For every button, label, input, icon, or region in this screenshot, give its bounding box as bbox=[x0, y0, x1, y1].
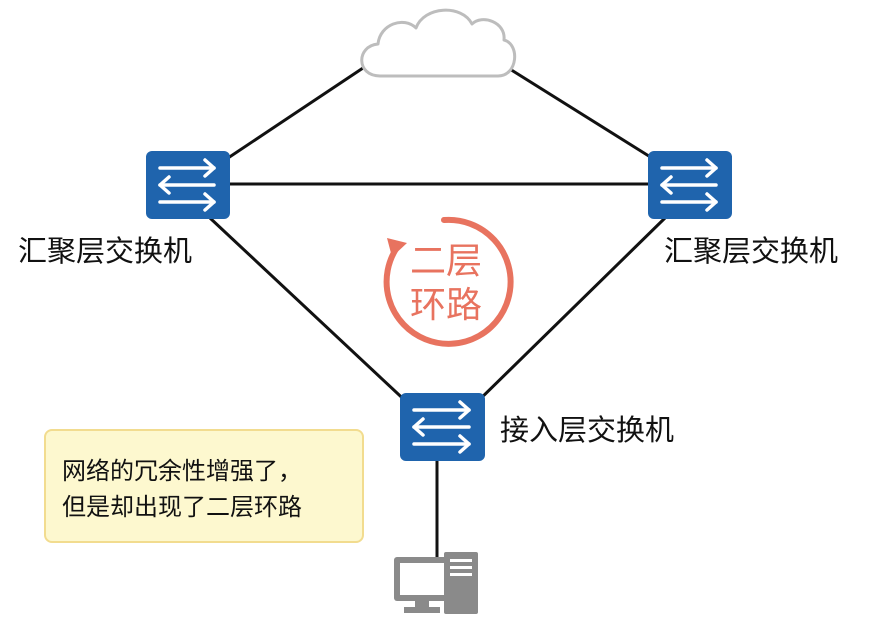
link-left-access bbox=[208, 216, 414, 409]
switch-icon bbox=[400, 393, 485, 461]
aggregation-switch-right-label: 汇聚层交换机 bbox=[664, 234, 839, 268]
link-cloud-left bbox=[227, 64, 367, 160]
access-switch-label: 接入层交换机 bbox=[500, 413, 675, 447]
cloud-icon bbox=[360, 8, 517, 78]
switch-icon bbox=[146, 151, 230, 219]
loop-label-line2: 环路 bbox=[409, 285, 482, 326]
link-right-access bbox=[470, 216, 667, 409]
aggregation-switch-left-label: 汇聚层交换机 bbox=[18, 234, 193, 268]
switch-icon bbox=[648, 151, 732, 219]
note-line2: 但是却出现了二层环路 bbox=[62, 493, 302, 521]
note-box: 网络的冗余性增强了， 但是却出现了二层环路 bbox=[44, 429, 364, 543]
note-line1: 网络的冗余性增强了， bbox=[62, 457, 302, 485]
loop-label-line1: 二层 bbox=[409, 241, 482, 282]
computer-icon bbox=[394, 552, 478, 614]
loop-label: 二层 环路 bbox=[406, 240, 486, 328]
loop-arrow-icon bbox=[383, 216, 514, 347]
link-cloud-right bbox=[504, 64, 653, 160]
